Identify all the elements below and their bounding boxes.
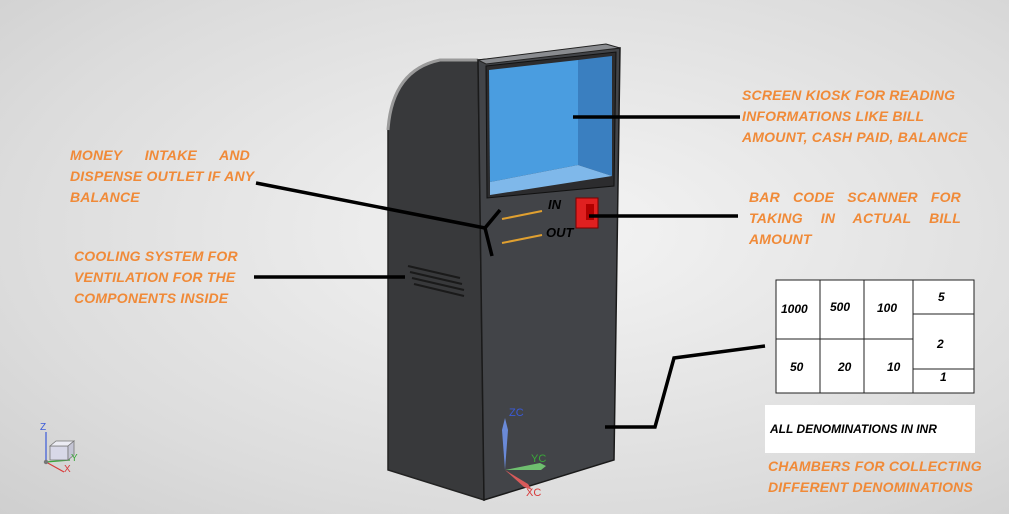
money-in-slot (501, 210, 543, 220)
cooling-vents (407, 265, 465, 297)
axis-yc-label: YC (531, 453, 547, 465)
screen-bottom-ledge (490, 165, 612, 195)
denomination-20: 20 (838, 360, 852, 374)
axis-y-label: Y (71, 453, 78, 464)
denomination-1000: 1000 (781, 302, 808, 316)
axis-xc-label: XC (526, 487, 542, 499)
denomination-500: 500 (830, 300, 851, 314)
label-barcode-scanner: BAR CODE SCANNER FOR TAKING IN ACTUAL BI… (749, 189, 961, 247)
callout-chambers (605, 344, 766, 429)
kiosk-top-edge (386, 58, 478, 131)
denomination-1: 1 (940, 370, 947, 384)
callout-slot-fork (483, 208, 502, 257)
denominations-caption-box: ALL DENOMINATIONS IN INR (765, 405, 975, 453)
label-cooling-system: COOLING SYSTEM FOR VENTILATION FOR THE C… (74, 248, 238, 306)
label-chambers: CHAMBERS FOR COLLECTING DIFFERENT DENOMI… (768, 458, 982, 495)
denomination-100: 100 (877, 301, 898, 315)
denomination-5: 5 (938, 290, 945, 304)
denomination-10: 10 (887, 360, 901, 374)
axis-zc-label: ZC (509, 407, 524, 419)
axis-x-label: X (64, 464, 71, 475)
denomination-grid (775, 279, 975, 394)
denomination-2: 2 (937, 337, 944, 351)
view-cube-icon (43, 432, 76, 473)
kiosk-side-face (387, 59, 485, 502)
slot-out-label: OUT (546, 225, 574, 240)
screen-display (489, 60, 578, 182)
callout-money (255, 181, 486, 230)
label-money-intake: MONEY INTAKE AND DISPENSE OUTLET IF ANY … (70, 147, 255, 205)
label-screen-kiosk: SCREEN KIOSK FOR READING INFORMATIONS LI… (742, 87, 968, 145)
axis-z-label: Z (40, 422, 47, 433)
work-coordinate-triad (502, 418, 546, 490)
barcode-scanner-window (586, 204, 594, 220)
slot-in-label: IN (548, 197, 561, 212)
kiosk-top-rim (476, 43, 621, 65)
denominations-caption: ALL DENOMINATIONS IN INR (770, 422, 937, 436)
denomination-50: 50 (790, 360, 804, 374)
money-out-slot (501, 234, 543, 244)
callout-lines (254, 115, 766, 429)
